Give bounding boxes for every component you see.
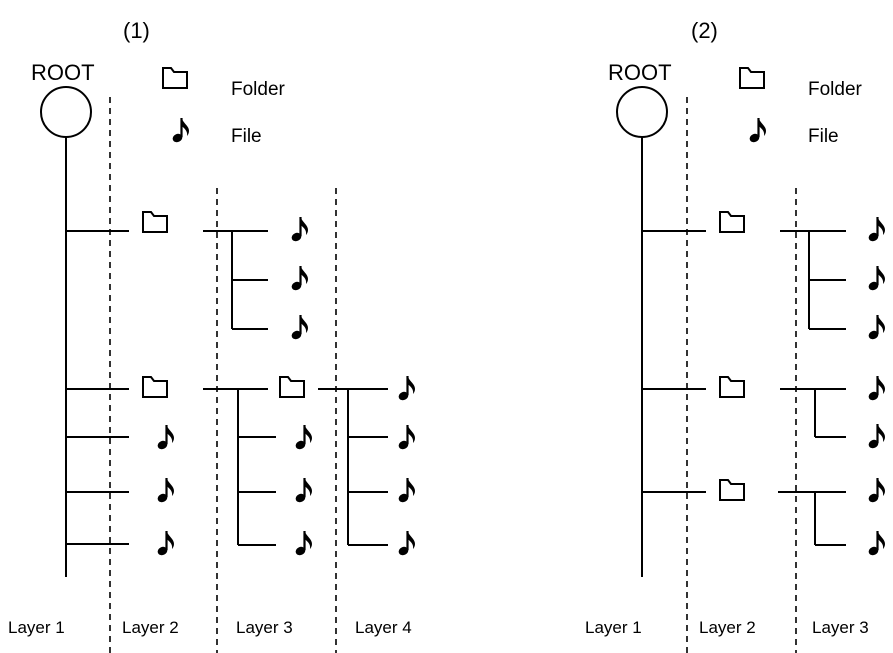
panel-2-file-icon (866, 529, 887, 558)
panel-1-file-icon (293, 476, 314, 505)
panel-1-legend-file-label: File (231, 126, 262, 147)
panel-2-layer-dividers (686, 97, 797, 653)
panel-2-file-icon (866, 422, 887, 451)
panel-2-file-icon (866, 313, 887, 342)
panel-2-file-icon (866, 476, 887, 505)
panel-1-layer-label: Layer 2 (122, 618, 179, 637)
panel-2-layer-label: Layer 3 (812, 618, 869, 637)
panel-1-title: (1) (123, 18, 150, 43)
panel-2-layer-label: Layer 1 (585, 618, 642, 637)
panel-2: (2) ROOT Folder File (585, 18, 887, 653)
panel-1-folder-icon (142, 211, 168, 233)
panel-1-file-icon (289, 264, 310, 293)
panel-1-file-icon (155, 423, 176, 452)
panel-2-folder-icon (719, 376, 745, 398)
panel-2-folder-icon (719, 479, 745, 501)
panel-1-layer-label: Layer 3 (236, 618, 293, 637)
panel-1-legend-folder-icon (162, 67, 188, 89)
panel-1-root-label: ROOT (31, 60, 95, 85)
panel-2-file-icon (866, 215, 887, 244)
panel-2-tree-lines (641, 137, 846, 577)
panel-1-layer-label: Layer 1 (8, 618, 65, 637)
panel-1-file-icon (293, 529, 314, 558)
panel-2-root-label: ROOT (608, 60, 672, 85)
panel-1-layer-dividers (109, 97, 337, 653)
panel-1-file-icon (155, 529, 176, 558)
panel-1-file-icon (396, 423, 417, 452)
panel-1: (1) ROOT Folder File (8, 18, 417, 653)
panel-1-file-icon (289, 215, 310, 244)
panel-2-folder-icon (719, 211, 745, 233)
panel-1-folder-icon (279, 376, 305, 398)
panel-1-legend-file-icon (170, 116, 191, 145)
panel-2-legend-folder-icon (739, 67, 765, 89)
panel-1-layer-label: Layer 4 (355, 618, 412, 637)
panel-2-title: (2) (691, 18, 718, 43)
panel-2-file-icon (866, 374, 887, 403)
panel-1-file-icon (293, 423, 314, 452)
panel-1-file-icon (155, 476, 176, 505)
panel-2-layer-label: Layer 2 (699, 618, 756, 637)
panel-2-legend-file-label: File (808, 126, 839, 147)
panel-1-file-icon (396, 374, 417, 403)
panel-1-root-node (40, 86, 92, 138)
panel-1-tree-lines (65, 137, 388, 577)
panel-1-file-icon (396, 529, 417, 558)
panel-2-legend-folder-label: Folder (808, 79, 863, 100)
panel-1-legend-folder-label: Folder (231, 79, 286, 100)
panel-2-file-icon (866, 264, 887, 293)
panel-1-file-icon (396, 476, 417, 505)
panel-2-root-node (616, 86, 668, 138)
panel-1-file-icon (289, 313, 310, 342)
panel-2-legend-file-icon (747, 116, 768, 145)
panel-1-folder-icon (142, 376, 168, 398)
